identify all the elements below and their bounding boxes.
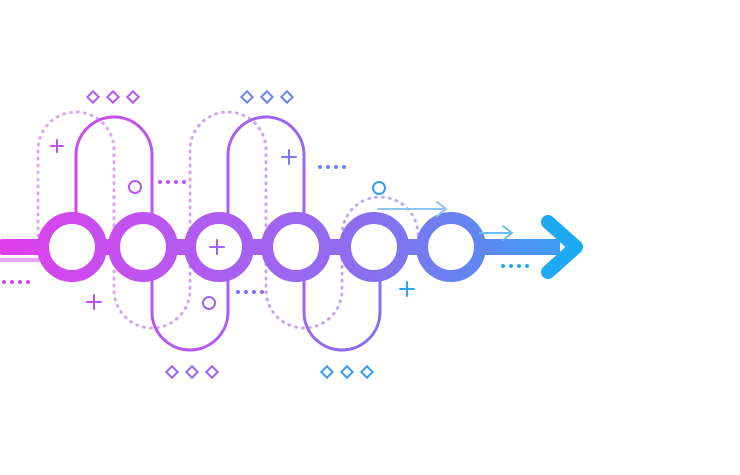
arrow-right-icon: [502, 225, 513, 241]
diamond-icon: [184, 364, 200, 380]
solid-loops: [74, 115, 382, 352]
plus-signs: [50, 139, 415, 310]
dotted-loop-4: [264, 248, 344, 330]
diamond-group-top-right: [239, 89, 295, 105]
dotted-loop-2: [112, 248, 192, 330]
ring-icon: [261, 212, 331, 282]
ring-icon: [37, 212, 107, 282]
diamond-icon: [125, 89, 141, 105]
solid-loop-2: [150, 248, 230, 352]
thin-arrows: [377, 201, 513, 241]
ring-chain: [37, 212, 486, 282]
plus-icon: [399, 281, 415, 297]
dots-icon: [318, 165, 346, 169]
ring-icon: [108, 212, 178, 282]
small-circles: [128, 180, 386, 310]
ring-icon: [416, 212, 486, 282]
diamond-icon: [339, 364, 355, 380]
diamond-icon: [204, 364, 220, 380]
dotted-loop-1: [36, 110, 116, 252]
diamond-icon: [85, 89, 101, 105]
arrow-right-icon: [436, 201, 447, 217]
dotted-loop-5: [340, 195, 420, 252]
diamond-icon: [319, 364, 335, 380]
diamond-icon: [279, 89, 295, 105]
diamond-group-bottom-left: [164, 364, 220, 380]
dots-icon: [501, 264, 529, 268]
diamond-group-bottom-right: [319, 364, 375, 380]
diamond-icon: [164, 364, 180, 380]
dots-icon: [236, 290, 264, 294]
small-circle-icon: [372, 181, 386, 195]
dots-icon: [2, 280, 30, 284]
dotted-loop-3: [188, 110, 268, 252]
dotted-loops: [36, 110, 420, 330]
small-circle-icon: [128, 180, 142, 194]
dot-rows: [2, 165, 529, 294]
solid-loop-3: [226, 115, 306, 248]
diamond-icon: [239, 89, 255, 105]
plus-icon: [281, 149, 297, 165]
diamond-group-top-left: [85, 89, 141, 105]
diamond-icon: [105, 89, 121, 105]
dots-icon: [158, 180, 186, 184]
solid-loop-4: [302, 248, 382, 352]
diamond-groups: [85, 89, 375, 380]
diamond-icon: [259, 89, 275, 105]
plus-icon: [86, 294, 102, 310]
solid-loop-1: [74, 115, 154, 248]
plus-icon: [50, 139, 64, 153]
small-circle-icon: [202, 296, 216, 310]
ring-icon: [339, 212, 409, 282]
diamond-icon: [359, 364, 375, 380]
arrow-right-icon: [541, 215, 583, 279]
plus-icon: [209, 239, 225, 255]
